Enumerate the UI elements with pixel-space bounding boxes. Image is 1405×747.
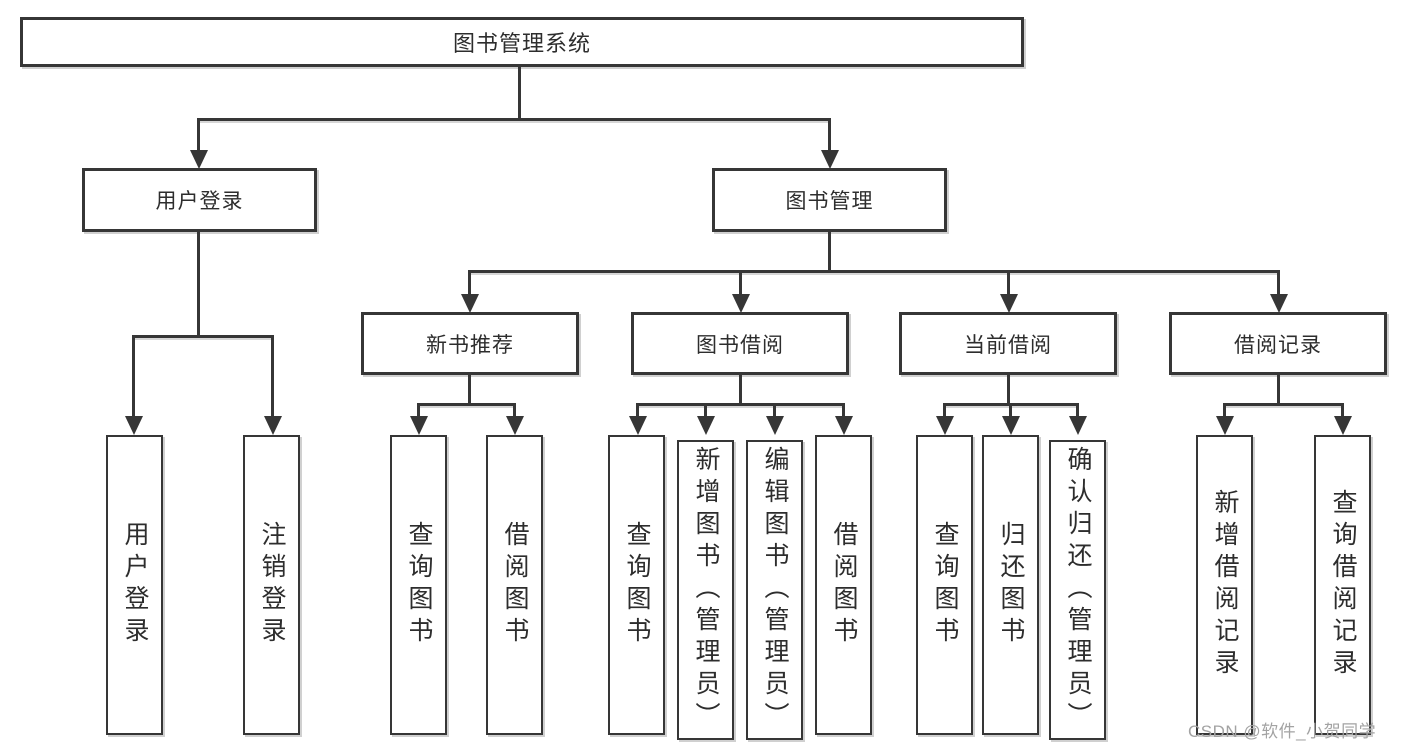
arrowhead-g2-leaf0 xyxy=(936,416,954,435)
connector-stem-g1-leaf1 xyxy=(704,403,707,419)
leaf-user-login: 用户登录 xyxy=(106,435,163,735)
connector-stem-g1-leaf2 xyxy=(773,403,776,419)
node-book-management: 图书管理 xyxy=(712,168,947,232)
connector-group3-bar xyxy=(1223,403,1344,406)
leaf-label: 归还图书 xyxy=(997,521,1025,649)
arrowhead-g2-leaf1 xyxy=(1002,416,1020,435)
connector-user-login-bar xyxy=(132,335,274,338)
node-borrow-records: 借阅记录 xyxy=(1169,312,1387,375)
arrowhead-leaf-logout xyxy=(264,416,282,435)
connector-stem-book-borrowing xyxy=(739,270,742,298)
leaf-label: 查询图书 xyxy=(623,521,651,649)
leaf-current-query: 查询图书 xyxy=(916,435,973,735)
leaf-borrowing-add-admin: 新增图书（管理员） xyxy=(677,440,734,740)
connector-stem-leaf-login xyxy=(132,335,135,419)
leaf-borrowing-borrow: 借阅图书 xyxy=(815,435,872,735)
leaf-label: 借阅图书 xyxy=(501,521,529,649)
node-book-borrowing: 图书借阅 xyxy=(631,312,849,375)
connector-level1-bar xyxy=(197,118,831,121)
connector-group1-stem xyxy=(739,375,742,406)
connector-group0-stem xyxy=(468,375,471,406)
csdn-watermark: CSDN @软件_小贺同学 xyxy=(1188,722,1377,741)
leaf-borrowing-edit-admin: 编辑图书（管理员） xyxy=(746,440,803,740)
leaf-new-books-query: 查询图书 xyxy=(390,435,447,735)
arrowhead-g0-leaf0 xyxy=(410,416,428,435)
arrowhead-leaf-login xyxy=(125,416,143,435)
connector-stem-g3-leaf1 xyxy=(1341,403,1344,419)
connector-stem-current-borrowing xyxy=(1007,270,1010,298)
leaf-label: 用户登录 xyxy=(121,521,149,649)
arrowhead-user-login xyxy=(190,150,208,169)
connector-stem-book-management xyxy=(828,118,831,154)
arrowhead-book-borrowing xyxy=(732,294,750,313)
leaf-label: 借阅图书 xyxy=(830,521,858,649)
connector-stem-g0-leaf1 xyxy=(513,403,516,419)
leaf-label: 查询借阅记录 xyxy=(1329,489,1357,681)
connector-stem-g3-leaf0 xyxy=(1223,403,1226,419)
connector-stem-g1-leaf3 xyxy=(842,403,845,419)
connector-group0-bar xyxy=(417,403,516,406)
arrowhead-g1-leaf0 xyxy=(629,416,647,435)
arrowhead-g3-leaf1 xyxy=(1334,416,1352,435)
connector-stem-g2-leaf1 xyxy=(1009,403,1012,419)
node-user-login: 用户登录 xyxy=(82,168,317,232)
connector-group2-stem xyxy=(1007,375,1010,406)
leaf-label: 查询图书 xyxy=(405,521,433,649)
node-new-book-recommendation: 新书推荐 xyxy=(361,312,579,375)
leaf-label: 确认归还（管理员） xyxy=(1064,446,1092,734)
connector-stem-leaf-logout xyxy=(271,335,274,419)
connector-user-login-stem xyxy=(197,232,200,337)
leaf-label: 新增图书（管理员） xyxy=(692,446,720,734)
connector-group1-bar xyxy=(636,403,845,406)
leaf-label: 新增借阅记录 xyxy=(1211,489,1239,681)
leaf-label: 注销登录 xyxy=(258,521,286,649)
arrowhead-borrow-records xyxy=(1270,294,1288,313)
leaf-borrowing-query: 查询图书 xyxy=(608,435,665,735)
arrowhead-g1-leaf1 xyxy=(697,416,715,435)
leaf-logout: 注销登录 xyxy=(243,435,300,735)
arrowhead-g2-leaf2 xyxy=(1069,416,1087,435)
arrowhead-g1-leaf2 xyxy=(766,416,784,435)
leaf-new-books-borrow: 借阅图书 xyxy=(486,435,543,735)
leaf-current-confirm-return-admin: 确认归还（管理员） xyxy=(1049,440,1106,740)
leaf-records-query: 查询借阅记录 xyxy=(1314,435,1371,735)
arrowhead-new-books xyxy=(461,294,479,313)
leaf-label: 查询图书 xyxy=(931,521,959,649)
arrowhead-g0-leaf1 xyxy=(506,416,524,435)
node-current-borrowing: 当前借阅 xyxy=(899,312,1117,375)
connector-stem-g1-leaf0 xyxy=(636,403,639,419)
node-library-management-system: 图书管理系统 xyxy=(20,17,1024,67)
connector-stem-borrow-records xyxy=(1277,270,1280,298)
leaf-records-add: 新增借阅记录 xyxy=(1196,435,1253,735)
arrowhead-g3-leaf0 xyxy=(1216,416,1234,435)
connector-stem-g2-leaf0 xyxy=(943,403,946,419)
connector-group3-stem xyxy=(1277,375,1280,406)
connector-level3-bar xyxy=(468,270,1280,273)
connector-stem-new-books xyxy=(468,270,471,298)
leaf-current-return: 归还图书 xyxy=(982,435,1039,735)
connector-stem-g2-leaf2 xyxy=(1076,403,1079,419)
connector-root-stem xyxy=(518,67,521,121)
connector-stem-user-login xyxy=(197,118,200,154)
arrowhead-current-borrowing xyxy=(1000,294,1018,313)
connector-book-mgmt-stem xyxy=(828,232,831,272)
connector-stem-g0-leaf0 xyxy=(417,403,420,419)
arrowhead-g1-leaf3 xyxy=(835,416,853,435)
leaf-label: 编辑图书（管理员） xyxy=(761,446,789,734)
arrowhead-book-management xyxy=(821,150,839,169)
